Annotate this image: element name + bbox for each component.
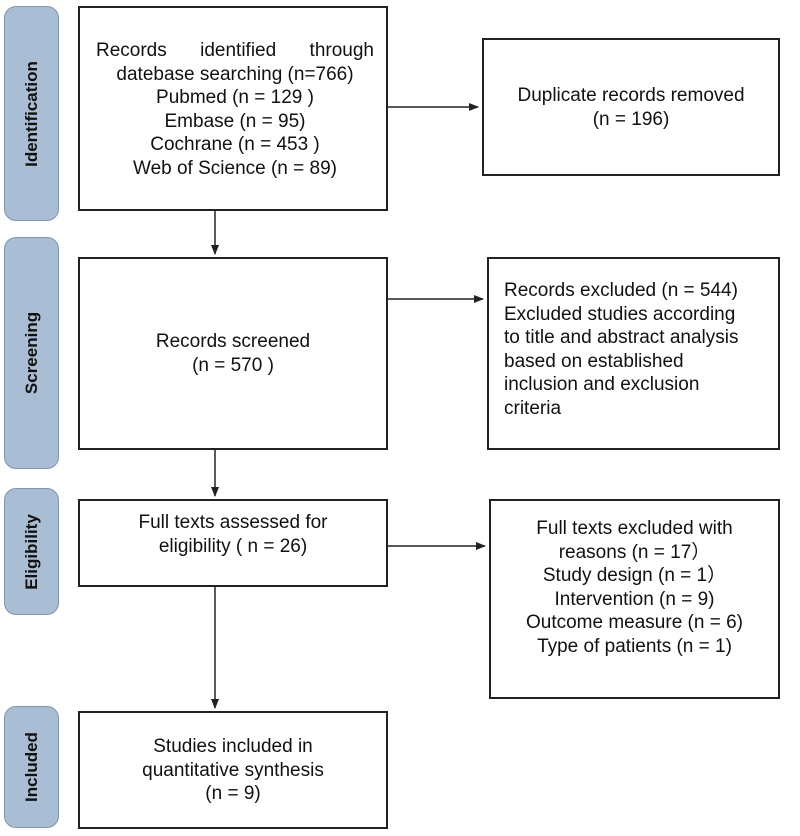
excluded-line-3: to title and abstract analysis <box>504 327 739 348</box>
identified-line-2: datebase searching (n=766) <box>116 63 354 85</box>
stage-identification: Identification <box>4 6 59 221</box>
included-line-3: (n = 9) <box>205 783 261 804</box>
records-screened-box: Records screened (n = 570 ) <box>78 257 388 450</box>
fulltext-line-1: Full texts assessed for <box>138 512 328 533</box>
identified-line-5: Cochrane (n = 453 ) <box>150 134 320 155</box>
excluded-line-4: based on established <box>504 350 684 372</box>
duplicates-line-2: (n = 196) <box>592 108 670 130</box>
fulltext-excluded-line-2: reasons (n = 17） <box>558 541 711 563</box>
duplicates-line-1: Duplicate records removed <box>517 85 745 106</box>
included-line-2: quantitative synthesis <box>142 759 324 781</box>
excluded-line-6: criteria <box>504 397 562 419</box>
stage-included: Included <box>4 706 59 828</box>
identified-line-1: Records identified through <box>96 40 374 61</box>
records-excluded-box: Records excluded (n = 544) Excluded stud… <box>487 257 780 450</box>
screened-line-1: Records screened <box>155 331 311 352</box>
fulltext-line-2: eligibility ( n = 26) <box>158 535 308 557</box>
fulltext-excluded-line-4: Intervention (n = 9) <box>554 588 715 610</box>
fulltext-excluded-line-5: Outcome measure (n = 6) <box>525 612 743 633</box>
excluded-line-5: inclusion and exclusion <box>504 374 700 395</box>
screened-line-2: (n = 570 ) <box>192 354 274 376</box>
excluded-line-2: Excluded studies according <box>504 303 736 325</box>
included-line-1: Studies included in <box>153 736 313 757</box>
fulltext-excluded-box: Full texts excluded with reasons (n = 17… <box>489 499 780 699</box>
identified-line-3: Pubmed (n = 129 ) <box>156 87 314 108</box>
fulltext-excluded-line-3: Study design (n = 1） <box>542 565 727 586</box>
excluded-line-1: Records excluded (n = 544) <box>504 280 738 301</box>
stage-eligibility: Eligibility <box>4 488 59 615</box>
identified-line-4: Embase (n = 95) <box>164 110 306 132</box>
fulltext-excluded-line-1: Full texts excluded with <box>536 518 733 539</box>
studies-included-box: Studies included in quantitative synthes… <box>78 711 388 829</box>
records-identified-box: Records identified through datebase sear… <box>78 6 388 211</box>
duplicates-removed-box: Duplicate records removed (n = 196) <box>482 38 780 176</box>
identified-line-6: Web of Science (n = 89) <box>132 157 337 179</box>
fulltext-excluded-line-6: Type of patients (n = 1) <box>537 635 732 657</box>
stage-screening: Screening <box>4 237 59 469</box>
fulltext-assessed-box: Full texts assessed for eligibility ( n … <box>78 499 388 587</box>
